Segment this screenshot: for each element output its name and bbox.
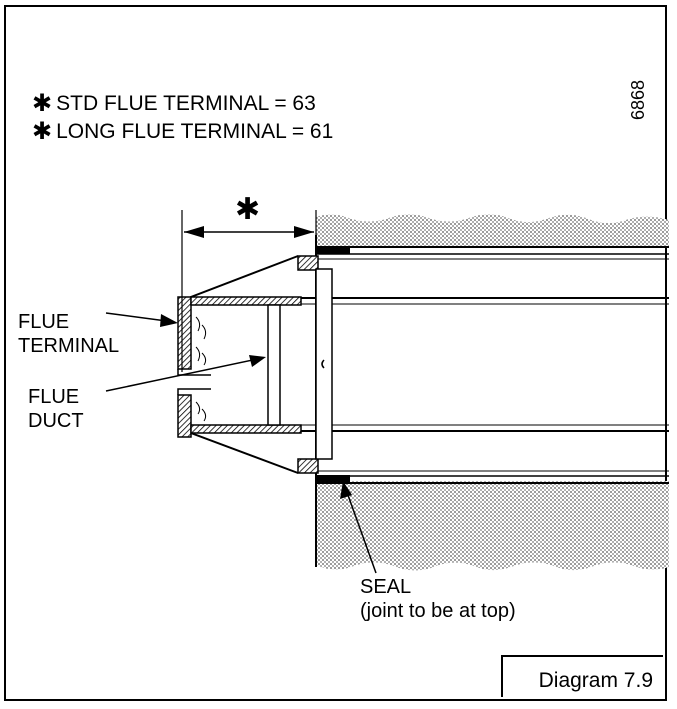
label-line: FLUE [28,386,80,408]
asterisk-icon: ✱ [32,118,53,145]
caption-box [501,655,663,697]
label-line: TERMINAL [18,335,120,357]
label-line: DUCT [28,410,84,432]
label-line: SEAL [360,576,412,598]
note-long: ✱ LONG FLUE TERMINAL = 61 [32,118,333,146]
diagram-frame [4,5,669,701]
wall-upper [316,214,669,246]
wall-lower [316,481,669,571]
label-line: FLUE [18,311,70,333]
asterisk-icon: ✱ [32,90,53,117]
label-flue-terminal: FLUE TERMINAL [18,310,119,358]
notes: ✱ STD FLUE TERMINAL = 63 ✱ LONG FLUE TER… [32,90,333,146]
label-line: (joint to be at top) [360,600,516,622]
note-std: ✱ STD FLUE TERMINAL = 63 [32,90,333,118]
dimension-asterisk: ✱ [235,193,261,226]
label-flue-duct: FLUE DUCT [28,385,84,433]
diagram-caption: Diagram 7.9 [538,669,653,692]
note-text: STD FLUE TERMINAL = 63 [56,92,316,115]
flue-diagram [105,210,669,574]
label-seal: SEAL (joint to be at top) [360,575,516,623]
reference-number: 6868 [628,79,648,120]
note-text: LONG FLUE TERMINAL = 61 [56,120,334,143]
